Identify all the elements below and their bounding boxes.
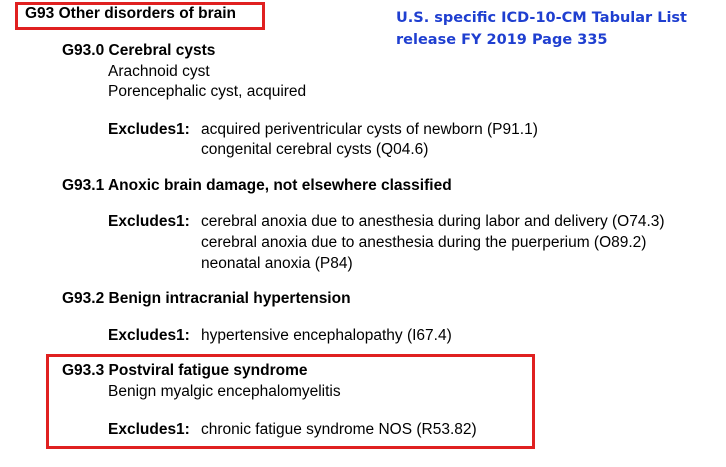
- inclusion-term: Arachnoid cyst: [108, 63, 210, 80]
- excludes1-item: cerebral anoxia due to anesthesia during…: [201, 234, 647, 251]
- excludes1-item: hypertensive encephalopathy (I67.4): [201, 327, 452, 344]
- excludes1-label: Excludes1:: [108, 121, 190, 138]
- g93-3-highlight-box: [46, 354, 535, 449]
- code-heading-g93-2: G93.2 Benign intracranial hypertension: [62, 290, 351, 307]
- source-note: U.S. specific ICD-10-CM Tabular List rel…: [396, 7, 687, 51]
- excludes1-item: cerebral anoxia due to anesthesia during…: [201, 213, 665, 230]
- code-heading-g93-1: G93.1 Anoxic brain damage, not elsewhere…: [62, 177, 452, 194]
- source-note-line-1: U.S. specific ICD-10-CM Tabular List: [396, 10, 687, 26]
- code-heading-g93-3: G93.3 Postviral fatigue syndrome: [62, 362, 308, 379]
- excludes1-item: congenital cerebral cysts (Q04.6): [201, 141, 429, 158]
- title-highlight-box: [15, 2, 265, 30]
- excludes1-item: acquired periventricular cysts of newbor…: [201, 121, 538, 138]
- excludes1-item: chronic fatigue syndrome NOS (R53.82): [201, 421, 477, 438]
- source-note-line-2: release FY 2019 Page 335: [396, 32, 608, 48]
- inclusion-term: Porencephalic cyst, acquired: [108, 83, 307, 100]
- inclusion-term: Benign myalgic encephalomyelitis: [108, 383, 341, 400]
- excludes1-label: Excludes1:: [108, 327, 190, 344]
- excludes1-label: Excludes1:: [108, 213, 190, 230]
- excludes1-item: neonatal anoxia (P84): [201, 255, 353, 272]
- code-heading-g93-0: G93.0 Cerebral cysts: [62, 42, 216, 59]
- excludes1-label: Excludes1:: [108, 421, 190, 438]
- category-title: G93 Other disorders of brain: [25, 5, 237, 22]
